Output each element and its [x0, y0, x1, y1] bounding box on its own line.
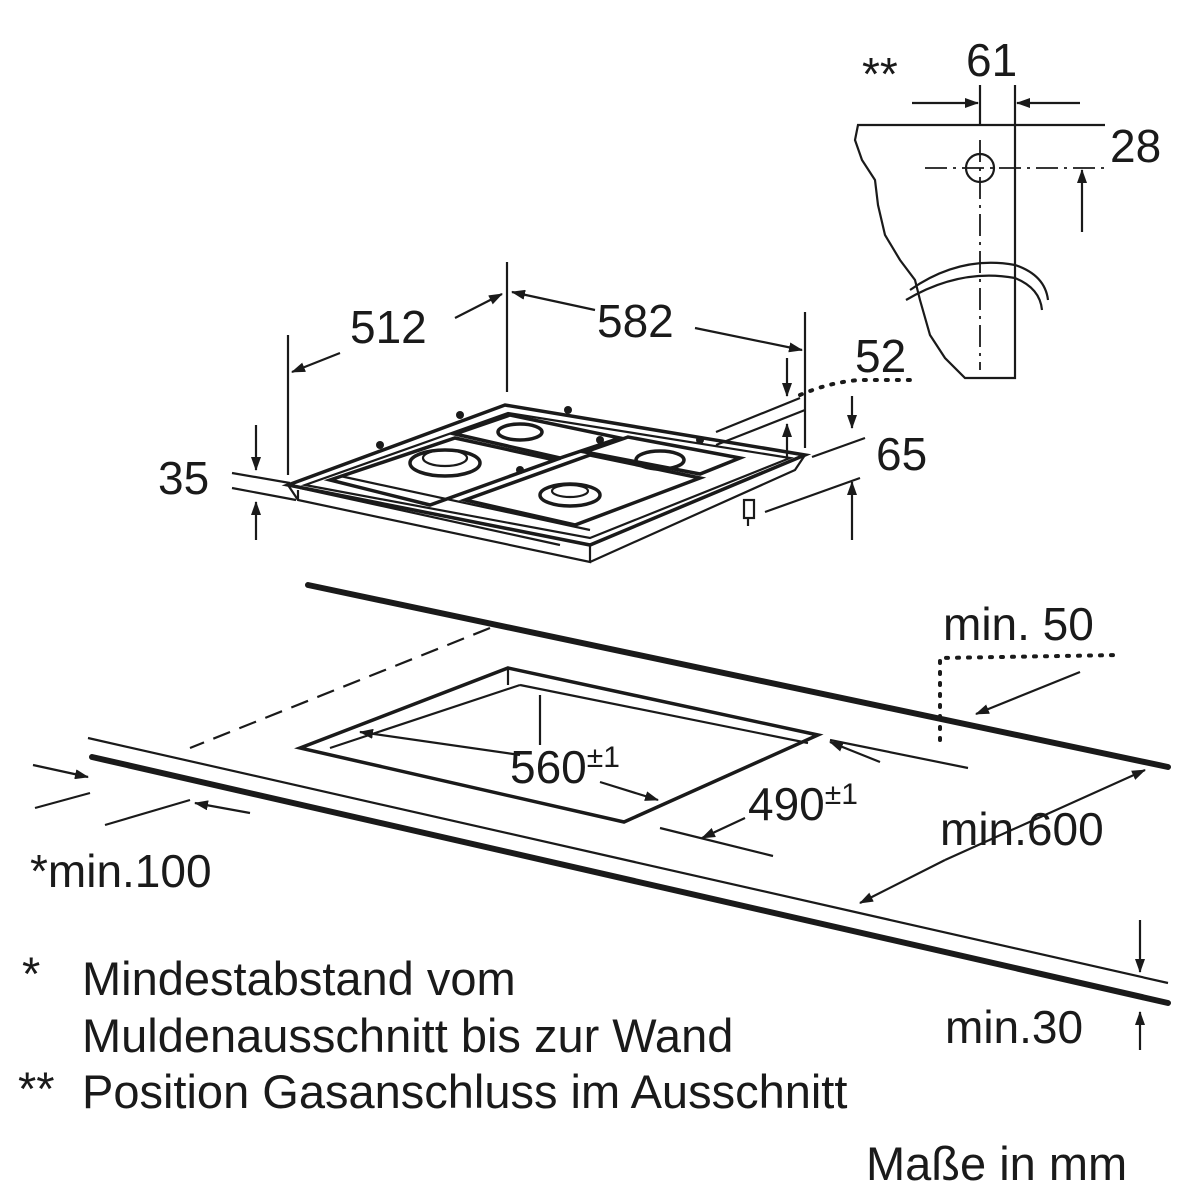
cutout-depth-value: 490: [748, 778, 825, 830]
cutout-width-tolerance: ±1: [587, 741, 620, 774]
note1-line2: Muldenausschnitt bis zur Wand: [82, 1009, 733, 1062]
note1-marker: *: [22, 947, 40, 1000]
note2-text: Position Gasanschluss im Ausschnitt: [82, 1065, 847, 1118]
connector-depth-label: 28: [1110, 120, 1161, 172]
hob-depth-label: 512: [350, 301, 427, 353]
wall-clearance-top-label: min. 50: [943, 598, 1094, 650]
hob-drawing: [231, 262, 917, 564]
worktop-depth-label: min.600: [940, 803, 1104, 855]
worktop-drawing: [32, 582, 1171, 1050]
connector-offset-label: 52: [855, 330, 906, 382]
worktop-thickness-label: min.30: [945, 1001, 1083, 1053]
hob-width-label: 582: [597, 295, 674, 347]
cutout-width-value: 560: [510, 741, 587, 793]
connector-width-label: 61: [966, 34, 1017, 86]
note1-line1: Mindestabstand vom: [82, 952, 516, 1005]
cutout-width-label: 560±1: [510, 741, 620, 793]
connector-height-label: 65: [876, 428, 927, 480]
wall-clearance-label: *min.100: [30, 845, 212, 897]
units-label: Maße in mm: [866, 1137, 1127, 1190]
note2-marker: **: [18, 1062, 55, 1115]
gas-connector-detail: [853, 85, 1105, 380]
connector-marker: **: [862, 48, 898, 100]
cutout-depth-label: 490±1: [748, 778, 858, 830]
cutout-depth-tolerance: ±1: [825, 778, 858, 811]
hob-height-label: 35: [158, 452, 209, 504]
